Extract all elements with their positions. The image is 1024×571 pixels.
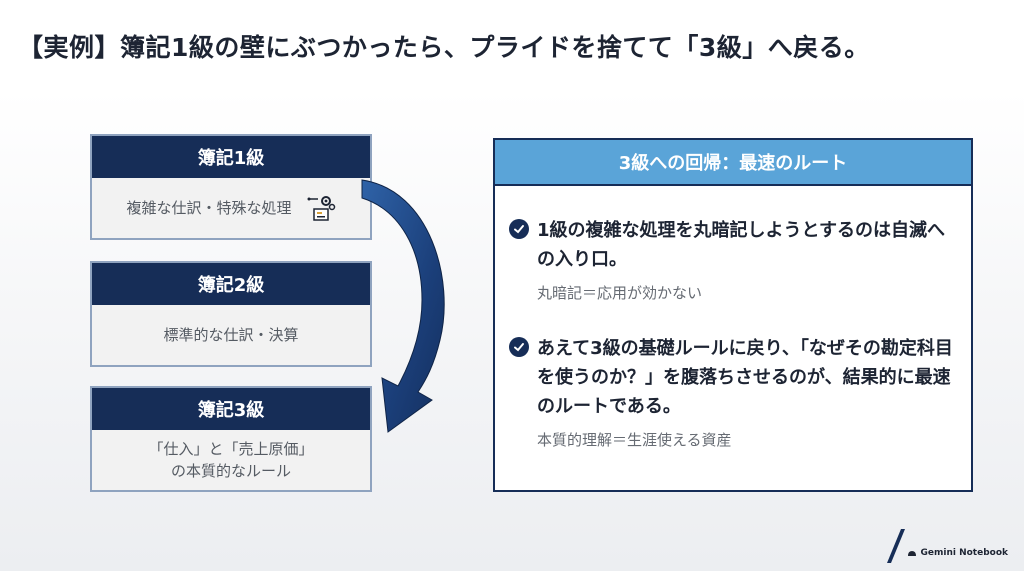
summary-panel: 3級への回帰：最速のルート 1級の複雑な処理を丸暗記しようとするのは自滅への入り… (493, 138, 973, 492)
point-1-sub: 丸暗記＝応用が効かない (537, 284, 703, 302)
level-3-body: 「仕入」と「売上原価」 の本質的なルール (92, 430, 370, 490)
level-1-header: 簿記1級 (92, 136, 370, 178)
point-2-text: あえて3級の基礎ルールに戻り、「なぜその勘定科目を使うのか？」を腹落ちさせるのが… (537, 338, 953, 417)
point-2-sub: 本質的理解＝生涯使える資産 (537, 431, 732, 449)
point-1: 1級の複雑な処理を丸暗記しようとするのは自滅への入り口。 丸暗記＝応用が効かない (509, 216, 957, 303)
curved-arrow-down-icon (361, 179, 445, 433)
level-1-description: 複雑な仕訳・特殊な処理 (126, 199, 292, 217)
gears-docs-icon (307, 196, 335, 221)
check-icon (509, 337, 529, 357)
level-1-body: 複雑な仕訳・特殊な処理 (92, 178, 370, 238)
level-box-2: 簿記2級 標準的な仕訳・決算 (90, 261, 372, 367)
panel-header: 3級への回帰：最速のルート (495, 140, 971, 186)
level-2-body: 標準的な仕訳・決算 (92, 305, 370, 365)
point-1-text: 1級の複雑な処理を丸暗記しようとするのは自滅への入り口。 (537, 220, 945, 270)
level-box-3: 簿記3級 「仕入」と「売上原価」 の本質的なルール (90, 386, 372, 492)
cloud-logo-icon (907, 551, 916, 556)
check-icon (509, 219, 529, 239)
brand-name: Gemini Notebook (920, 548, 1009, 558)
level-box-1: 簿記1級 複雑な仕訳・特殊な処理 (90, 134, 372, 240)
level-2-header: 簿記2級 (92, 263, 370, 305)
level-2-description: 標準的な仕訳・決算 (163, 326, 299, 344)
slide-title: 【実例】簿記1級の壁にぶつかったら、プライドを捨てて「3級」へ戻る。 (18, 33, 870, 62)
level-3-description-line1: 「仕入」と「売上原価」 (148, 440, 314, 458)
slash-logo-icon (886, 529, 905, 563)
brand-watermark: Gemini Notebook (886, 529, 1009, 563)
level-3-description-line2: の本質的なルール (170, 462, 291, 480)
level-3-header: 簿記3級 (92, 388, 370, 430)
point-2: あえて3級の基礎ルールに戻り、「なぜその勘定科目を使うのか？」を腹落ちさせるのが… (509, 334, 957, 450)
